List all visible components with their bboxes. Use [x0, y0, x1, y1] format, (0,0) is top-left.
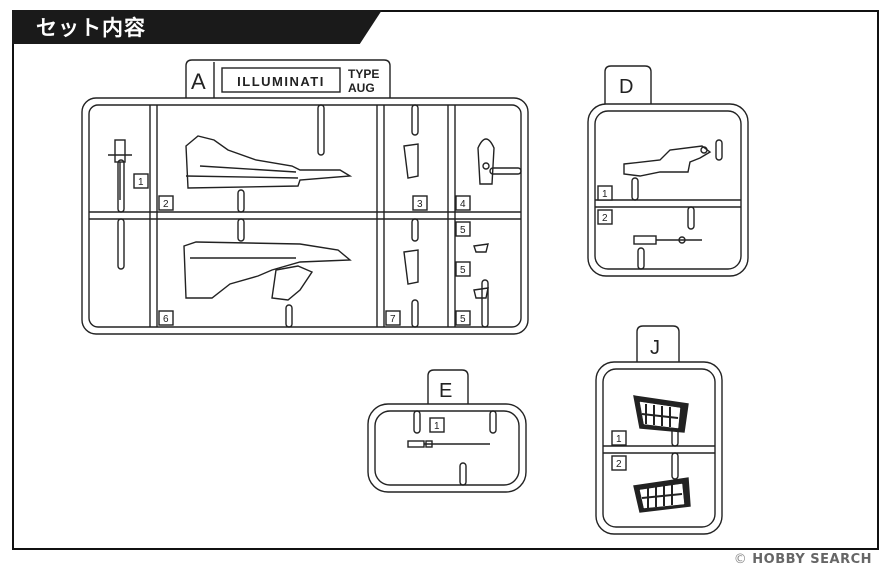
- part-number: 5: [460, 265, 466, 276]
- header-banner: [12, 10, 382, 44]
- runner-d: D 1 2: [587, 65, 749, 277]
- runner-a-part-numbers: 1 2 3 4 5 5 6 7 5: [133, 173, 471, 326]
- part-number: 6: [163, 314, 169, 325]
- runner-a-stubs: [117, 104, 522, 328]
- part-number: 4: [460, 199, 466, 210]
- runner-a-inner-frame: [88, 104, 522, 328]
- part-number: 1: [616, 434, 622, 445]
- runner-d-inner-frame: [594, 110, 742, 270]
- part-a6-rifle-stock: [183, 241, 352, 301]
- watermark: © HOBBY SEARCH: [734, 552, 872, 567]
- part-d2-barrel: [633, 235, 702, 245]
- part-a2-rifle-body: [185, 135, 353, 189]
- page-title: セット内容: [36, 16, 146, 40]
- copyright-symbol: ©: [733, 552, 748, 567]
- runner-a-type-label: TYPE: [348, 67, 379, 81]
- part-number: 3: [417, 199, 423, 210]
- part-number: 1: [434, 421, 440, 432]
- runner-a-logo-box: [221, 67, 341, 93]
- part-a5-small-clip-1: [473, 243, 489, 253]
- runner-e-tag-letter: E: [439, 380, 452, 402]
- runner-a-type-name: AUG: [348, 81, 375, 95]
- runner-e-inner-frame: [374, 410, 520, 486]
- part-a7-handguard: [403, 249, 419, 285]
- part-a3-grip: [403, 143, 419, 179]
- part-d1-receiver: [623, 145, 712, 177]
- runner-a-outer-frame: [81, 97, 529, 335]
- part-number: 1: [602, 189, 608, 200]
- runner-e: E 1: [367, 369, 527, 493]
- part-number: 2: [616, 459, 622, 470]
- part-number: 1: [138, 177, 144, 188]
- runner-a-tag-outline: [185, 59, 391, 98]
- diagram-frame: [12, 10, 879, 550]
- runner-j: J 1 2: [595, 325, 723, 535]
- runner-a: A ILLUMINATI TYPE AUG: [81, 59, 529, 335]
- runner-e-outer-frame: [367, 403, 527, 493]
- part-a5-small-clip-2: [473, 287, 489, 299]
- part-number: 7: [390, 314, 396, 325]
- runner-j-outer-frame: [595, 361, 723, 535]
- runner-a-tag-letter: A: [191, 69, 206, 94]
- part-e1-rod: [407, 440, 490, 448]
- part-a1-sight: [108, 139, 132, 200]
- watermark-text: HOBBY SEARCH: [752, 552, 872, 567]
- runner-j-inner-frame: [602, 368, 716, 528]
- runner-j-tag-letter: J: [650, 337, 660, 359]
- part-number: 2: [163, 199, 169, 210]
- part-a4-stock-piece: [477, 138, 495, 185]
- part-j1-magazine: [633, 395, 689, 433]
- part-number: 5: [460, 225, 466, 236]
- runner-d-tag-letter: D: [619, 76, 633, 98]
- runner-d-part-numbers: 1 2: [597, 185, 613, 225]
- runner-d-outer-frame: [587, 103, 749, 277]
- part-number: 2: [602, 213, 608, 224]
- runner-j-part-numbers: 1 2: [611, 430, 627, 471]
- runner-a-logo: ILLUMINATI: [237, 74, 325, 89]
- part-j2-magazine: [633, 477, 691, 513]
- part-number: 5: [460, 314, 466, 325]
